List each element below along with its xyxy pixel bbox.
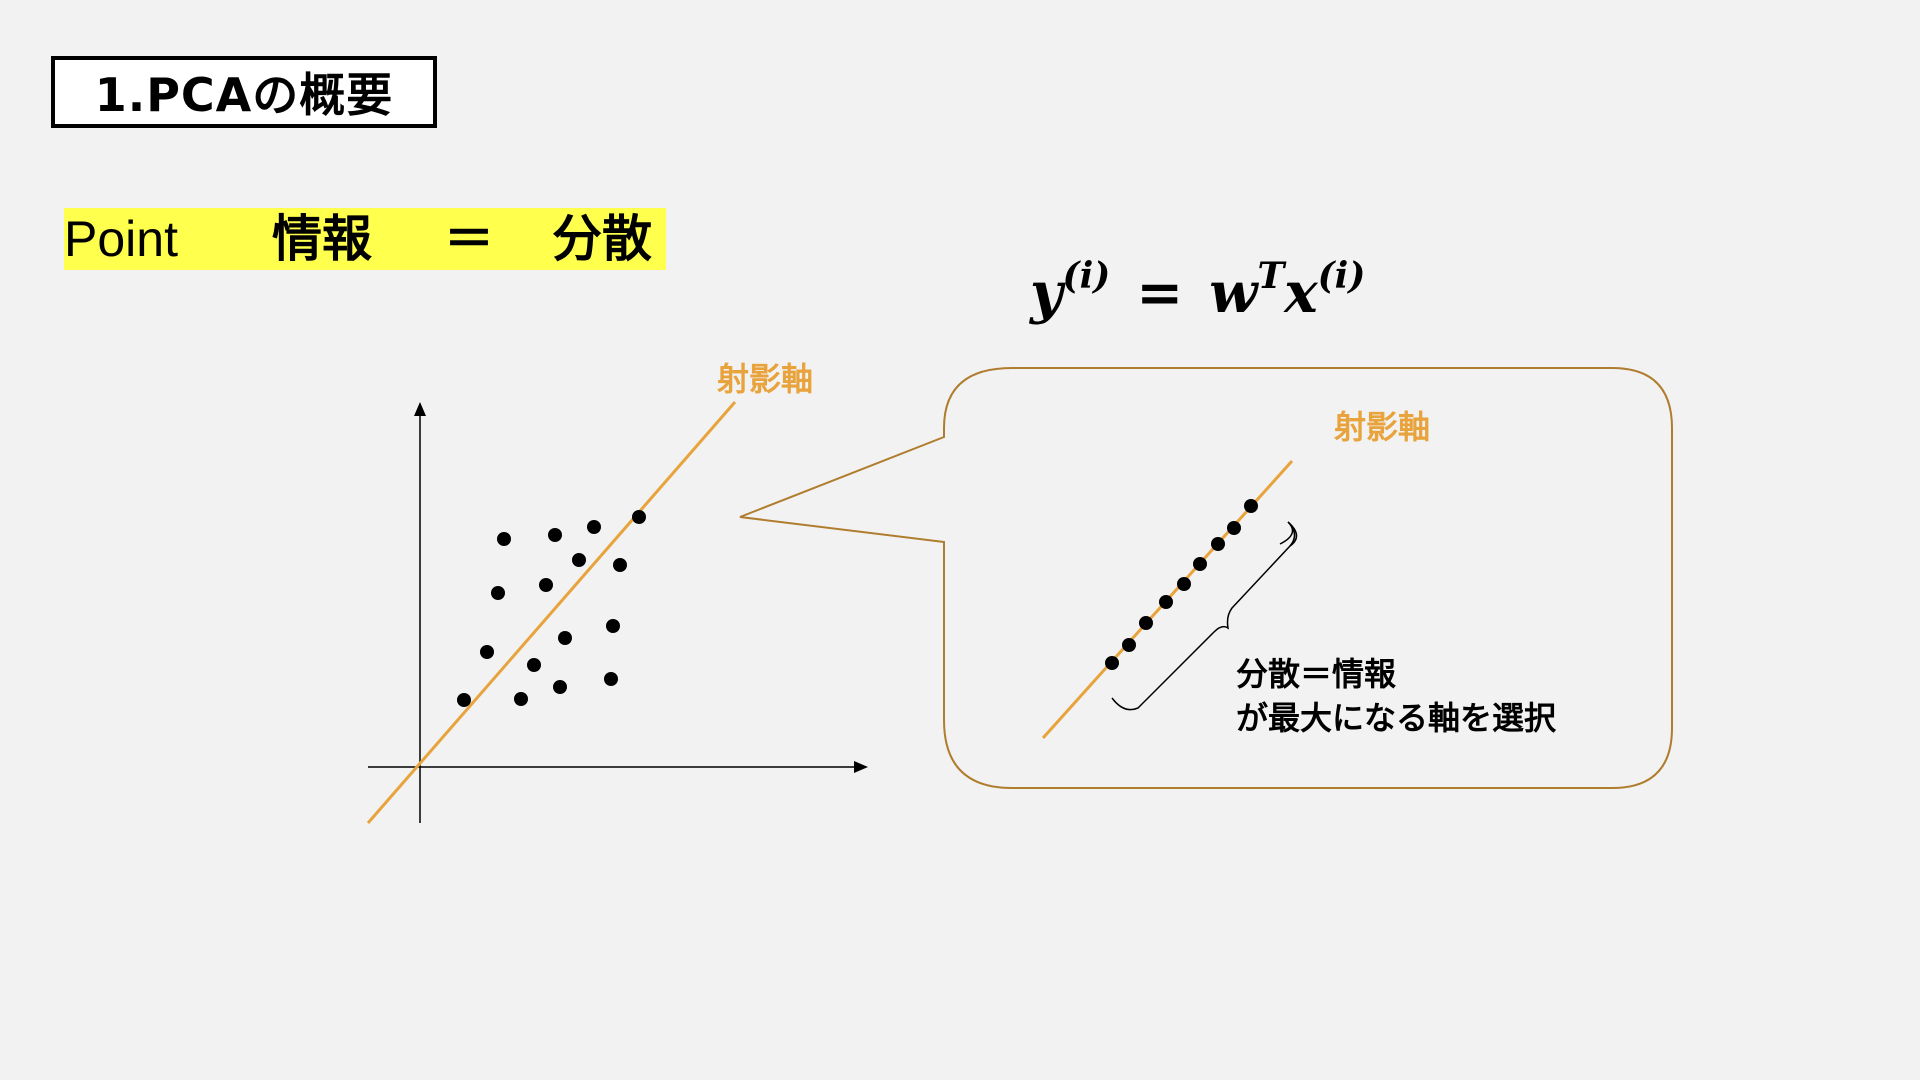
formula-equals: = [1136, 260, 1184, 326]
projection-formula: y(i)=wTx(i) [1030, 258, 1365, 328]
scatter-point [572, 553, 586, 567]
callout-axis-label: 射影軸 [1334, 408, 1431, 446]
scatter-point [491, 586, 505, 600]
scatter-point [497, 532, 511, 546]
projected-point [1244, 499, 1258, 513]
annotation-line-1: 分散＝情報 [1236, 655, 1397, 693]
projected-point [1105, 656, 1119, 670]
scatter-point [632, 510, 646, 524]
annotation-line-2: が最大になる軸を選択 [1236, 699, 1557, 737]
projected-point [1227, 521, 1241, 535]
point-label: Point [64, 211, 178, 267]
formula-y: y [1030, 260, 1063, 326]
scatter-point [613, 558, 627, 572]
slide-title: 1.PCAの概要 [51, 56, 437, 128]
projected-point [1122, 638, 1136, 652]
projection-axis-label: 射影軸 [717, 360, 814, 398]
scatter-point [548, 528, 562, 542]
point-equals: ＝ [444, 210, 494, 268]
scatter-point [558, 631, 572, 645]
scatter-point [539, 578, 553, 592]
scatter-point [527, 658, 541, 672]
formula-w: w [1209, 260, 1258, 326]
point-info-text: 情報 [272, 210, 372, 268]
scatter-point [604, 672, 618, 686]
scatter-point [553, 680, 567, 694]
projected-point [1159, 595, 1173, 609]
projected-point [1177, 577, 1191, 591]
scatter-point [606, 619, 620, 633]
variance-annotation: 分散＝情報 が最大になる軸を選択 [1236, 652, 1556, 740]
projected-point [1211, 537, 1225, 551]
scatter-point [587, 520, 601, 534]
formula-x: x [1284, 260, 1318, 326]
scatter-point [457, 693, 471, 707]
formula-w-superscript: T [1257, 255, 1285, 297]
projected-point [1139, 616, 1153, 630]
projected-point [1193, 557, 1207, 571]
spread-brace-top [1287, 521, 1298, 547]
scatter-points [457, 510, 646, 707]
scatter-point [514, 692, 528, 706]
callout-bubble [739, 367, 1673, 789]
point-variance-text: 分散 [552, 210, 652, 268]
formula-y-superscript: (i) [1062, 255, 1111, 297]
formula-x-superscript: (i) [1317, 255, 1366, 297]
point-highlight [64, 208, 666, 270]
projected-points [1105, 499, 1258, 670]
projection-axis-line [366, 401, 737, 824]
scatter-point [480, 645, 494, 659]
